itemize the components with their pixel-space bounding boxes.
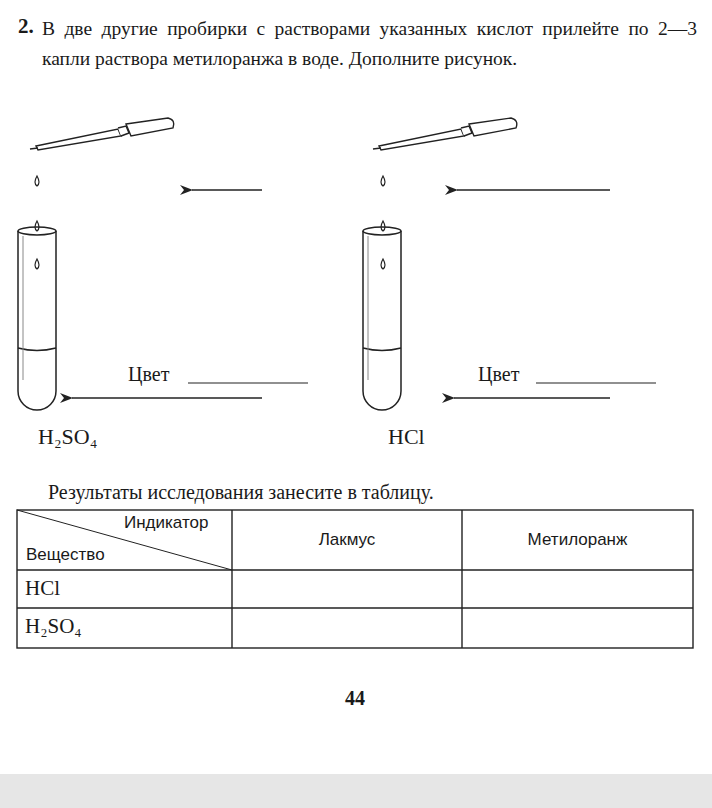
test-tube: [363, 227, 401, 410]
answer-line: [188, 382, 656, 383]
table-cell: HCl: [25, 576, 60, 601]
pointer-arrow: [72, 190, 610, 398]
task-text: В две другие пробирки с растворами указа…: [42, 14, 697, 74]
drop: [35, 176, 385, 269]
page-number: 44: [330, 686, 380, 710]
table-header: Метилоранж: [462, 530, 693, 550]
test-tube: [18, 227, 56, 410]
table-header: Индикатор: [124, 513, 208, 533]
substance-label: H₂SO₄: [38, 424, 97, 450]
pipette: [30, 118, 174, 150]
table-header: Вещество: [26, 545, 105, 565]
table-grid: [17, 510, 693, 648]
scan-band: [0, 774, 712, 808]
task-number: 2.: [18, 14, 34, 39]
substance-label: HCl: [388, 424, 425, 450]
table-header: Лакмус: [232, 530, 462, 550]
instruction-text: Результаты исследования занесите в табли…: [48, 480, 434, 504]
pipette: [373, 118, 517, 150]
color-label: Цвет: [478, 362, 519, 386]
table-cell: H₂SO₄: [25, 614, 82, 639]
color-label: Цвет: [128, 362, 169, 386]
